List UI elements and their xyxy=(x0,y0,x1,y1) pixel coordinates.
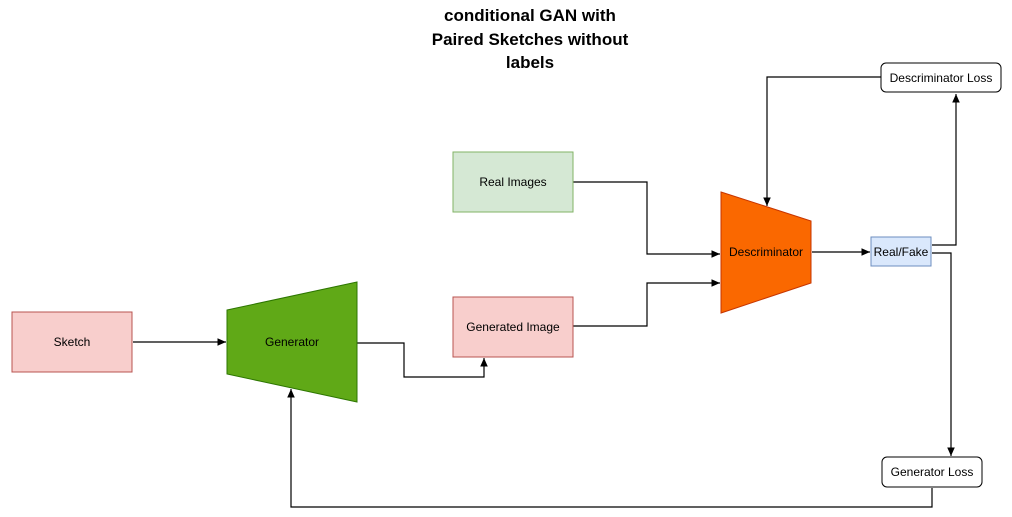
diagram-title: conditional GAN with Paired Sketches wit… xyxy=(432,6,629,72)
edge-real-fake-to-generator-loss xyxy=(932,252,955,456)
sketch-node[interactable]: Sketch xyxy=(11,311,133,373)
real-fake-label: Real/Fake xyxy=(874,245,929,259)
discriminator-loss-label: Descriminator Loss xyxy=(890,71,993,85)
sketch-label: Sketch xyxy=(54,335,91,349)
title-line-1: conditional GAN with xyxy=(444,6,616,25)
edge-discriminator-loss-to-discriminator xyxy=(763,76,881,206)
generated-image-label: Generated Image xyxy=(466,320,560,334)
generator-loss-node[interactable]: Generator Loss xyxy=(881,456,983,488)
edge-real-fake-to-discriminator-loss xyxy=(932,94,960,246)
generator-label: Generator xyxy=(265,335,319,349)
edge-generator-to-generated-image xyxy=(357,342,488,378)
discriminator-loss-node[interactable]: Descriminator Loss xyxy=(880,62,1002,93)
edge-generator-loss-to-generator xyxy=(287,389,933,508)
real-images-node[interactable]: Real Images xyxy=(452,151,574,213)
title-line-3: labels xyxy=(506,53,554,72)
edge-generated-image-to-discriminator xyxy=(573,279,720,327)
generator-node[interactable]: Generator xyxy=(226,281,358,403)
real-images-label: Real Images xyxy=(479,175,546,189)
discriminator-node[interactable]: Descriminator xyxy=(720,191,812,314)
title-line-2: Paired Sketches without xyxy=(432,30,629,49)
generator-loss-label: Generator Loss xyxy=(891,465,974,479)
discriminator-label: Descriminator xyxy=(729,245,803,259)
real-fake-node[interactable]: Real/Fake xyxy=(870,236,932,267)
edges xyxy=(133,76,960,508)
edge-real-images-to-discriminator xyxy=(573,181,720,258)
generated-image-node[interactable]: Generated Image xyxy=(452,296,574,358)
